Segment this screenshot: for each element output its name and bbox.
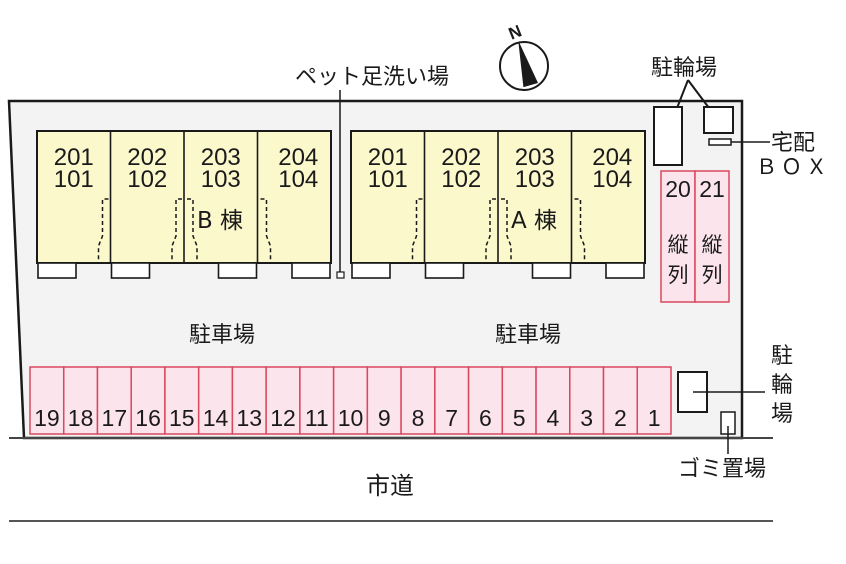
parking-space bbox=[231, 366, 267, 435]
bicycle-parking-right-char-1: 駐 bbox=[771, 344, 793, 369]
pet-footwash-label: ペット足洗い場 bbox=[295, 65, 449, 90]
north-arrow-icon: N bbox=[499, 21, 549, 91]
unit-number-lower: 102 bbox=[127, 166, 167, 193]
unit-number-lower: 103 bbox=[201, 166, 241, 193]
parking-space bbox=[197, 366, 234, 435]
unit-number-upper: 203 bbox=[515, 144, 555, 171]
pet-footwash-marker bbox=[336, 271, 345, 279]
parking-space-number: 14 bbox=[203, 405, 229, 431]
vertical-parking: 20 縦列 21 縦列 bbox=[660, 170, 730, 303]
bicycle-parking-top-label: 駐輪場 bbox=[651, 56, 717, 81]
unit-number-upper: 202 bbox=[127, 144, 167, 171]
stair-path bbox=[574, 198, 586, 263]
vertical-parking-label-1: 縦 bbox=[668, 233, 689, 257]
parking-space bbox=[636, 366, 672, 435]
vertical-parking-number: 20 bbox=[665, 176, 691, 202]
parking-space-number: 6 bbox=[479, 405, 492, 431]
parking-space-number: 2 bbox=[614, 405, 627, 431]
bicycle-parking-area-2 bbox=[703, 106, 734, 134]
bicycle-parking-right-char-3: 場 bbox=[771, 402, 793, 427]
parking-space bbox=[602, 366, 639, 435]
unit-entrance bbox=[217, 262, 258, 279]
unit-entrance bbox=[291, 262, 331, 279]
vertical-parking-label-2: 列 bbox=[668, 263, 689, 287]
delivery-box-label-1: 宅配 bbox=[771, 131, 815, 156]
unit-number-upper: 201 bbox=[368, 144, 408, 171]
parking-space bbox=[130, 366, 166, 435]
parking-space-number: 1 bbox=[648, 405, 661, 431]
unit-number-lower: 101 bbox=[368, 166, 408, 193]
unit-number-lower: 103 bbox=[515, 166, 555, 193]
delivery-box-label-2: ＢＯＸ bbox=[756, 156, 831, 179]
stair-path bbox=[171, 198, 182, 263]
unit-number-upper: 201 bbox=[54, 144, 94, 171]
stair-path bbox=[501, 198, 512, 263]
bicycle-parking-area-1 bbox=[653, 106, 683, 166]
parking-space-number: 10 bbox=[338, 405, 364, 431]
unit-number-upper: 203 bbox=[201, 144, 241, 171]
unit-number-lower: 101 bbox=[54, 166, 94, 193]
stair-path bbox=[411, 198, 423, 263]
parking-space-number: 19 bbox=[34, 405, 60, 431]
parking-space-number: 9 bbox=[378, 405, 391, 431]
parking-space-number: 3 bbox=[580, 405, 593, 431]
city-road-label: 市道 bbox=[366, 472, 414, 500]
parking-space-number: 16 bbox=[135, 405, 161, 431]
building-label: A 棟 bbox=[511, 208, 557, 234]
parking-space bbox=[96, 366, 132, 435]
parking-space-number: 4 bbox=[547, 405, 560, 431]
stair-path bbox=[97, 198, 109, 263]
vertical-parking-label-2: 列 bbox=[702, 263, 723, 287]
unit-entrance bbox=[110, 262, 151, 279]
parking-space-number: 12 bbox=[270, 405, 296, 431]
unit-number-upper: 204 bbox=[278, 144, 318, 171]
parking-label-right: 駐車場 bbox=[495, 323, 561, 348]
stair-path bbox=[485, 198, 496, 263]
unit-number-lower: 104 bbox=[278, 166, 318, 193]
unit-entrance bbox=[605, 262, 645, 279]
parking-space-number: 15 bbox=[169, 405, 195, 431]
unit-number-lower: 102 bbox=[441, 166, 481, 193]
unit-entrance bbox=[531, 262, 572, 279]
stair-path bbox=[187, 198, 198, 263]
parking-space-number: 18 bbox=[68, 405, 94, 431]
unit-number-lower: 104 bbox=[592, 166, 632, 193]
unit-entrance bbox=[424, 262, 465, 279]
parking-space-number: 8 bbox=[412, 405, 425, 431]
vertical-parking-number: 21 bbox=[699, 176, 725, 202]
unit-entrance bbox=[351, 262, 391, 279]
parking-space bbox=[299, 366, 335, 435]
building-label: B 棟 bbox=[197, 208, 243, 234]
parking-space bbox=[29, 366, 65, 435]
vertical-parking-space bbox=[694, 170, 730, 303]
stair-path bbox=[260, 198, 272, 263]
parking-space bbox=[366, 366, 402, 435]
parking-space-number: 7 bbox=[445, 405, 458, 431]
unit-entrance bbox=[37, 262, 77, 279]
unit-number-upper: 204 bbox=[592, 144, 632, 171]
parking-space bbox=[434, 366, 470, 435]
parking-space-number: 5 bbox=[513, 405, 526, 431]
parking-space-number: 17 bbox=[102, 405, 128, 431]
bicycle-parking-right-char-2: 輪 bbox=[771, 373, 793, 398]
north-label: N bbox=[506, 21, 525, 43]
parking-space bbox=[400, 366, 436, 435]
parking-space bbox=[164, 366, 200, 435]
delivery-box bbox=[708, 138, 732, 146]
parking-label-left: 駐車場 bbox=[189, 323, 255, 348]
unit-number-upper: 202 bbox=[441, 144, 481, 171]
parking-space-number: 11 bbox=[305, 405, 329, 431]
parking-space bbox=[501, 366, 537, 435]
garbage-label: ゴミ置場 bbox=[678, 457, 766, 482]
vertical-parking-label-1: 縦 bbox=[702, 233, 723, 257]
parking-space-number: 13 bbox=[236, 405, 262, 431]
